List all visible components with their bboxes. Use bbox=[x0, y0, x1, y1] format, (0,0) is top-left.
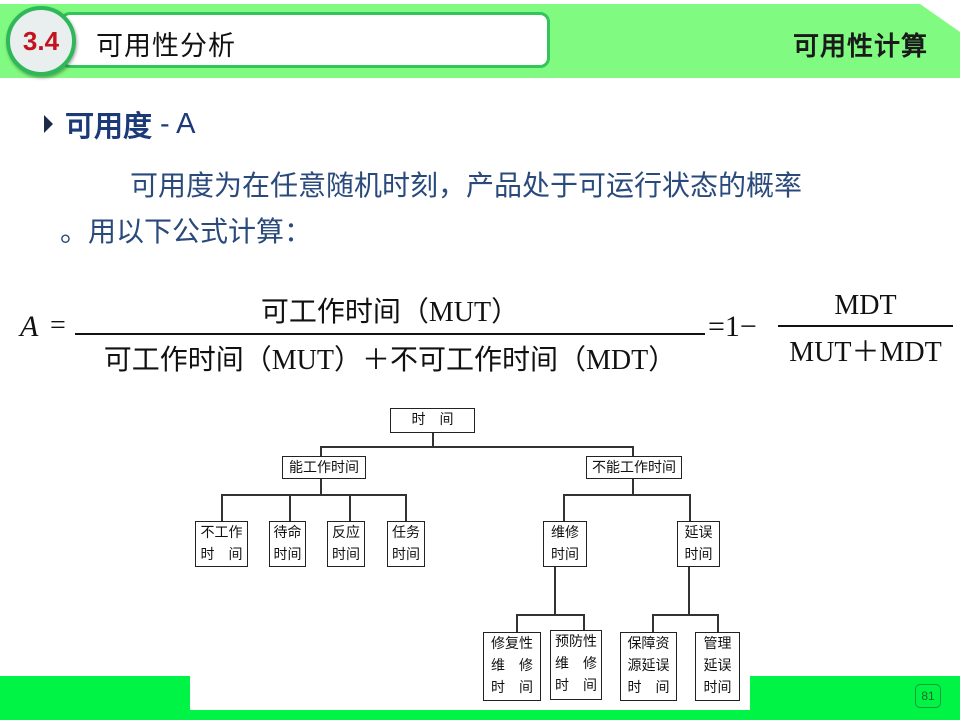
node-downtime: 不能工作时间 bbox=[586, 456, 682, 479]
section-title: 可用性分析 bbox=[96, 31, 236, 62]
paragraph-line-2: 。用以下公式计算： bbox=[60, 215, 313, 248]
node-standby-time: 待命 时间 bbox=[269, 521, 306, 567]
connector-line bbox=[320, 446, 633, 448]
fraction-2-denominator: MUT＋MDT bbox=[789, 337, 942, 368]
fraction-1-numerator: 可工作时间（MUT） bbox=[260, 297, 520, 328]
page-number: 81 bbox=[915, 684, 941, 708]
definition-paragraph: 可用度为在任意随机时刻，产品处于可运行状态的概率 。用以下公式计算： bbox=[60, 163, 940, 255]
connector-line bbox=[405, 494, 407, 522]
connector-line bbox=[652, 614, 654, 632]
connector-line bbox=[320, 446, 322, 458]
bullet-title: 可用度 bbox=[65, 109, 153, 143]
connector-line bbox=[717, 614, 719, 632]
connector-line bbox=[583, 614, 585, 632]
node-reaction-time: 反应 时间 bbox=[327, 521, 365, 567]
node-idle-time: 不工作 时 间 bbox=[195, 521, 248, 567]
node-uptime: 能工作时间 bbox=[282, 456, 366, 479]
section-number-badge: 3.4 bbox=[6, 6, 76, 76]
node-administrative-delay: 管理 延误 时间 bbox=[695, 632, 740, 701]
formula-lhs: A bbox=[20, 310, 39, 343]
formula-equals-one-minus: =1− bbox=[708, 310, 757, 343]
bullet-suffix: - A bbox=[160, 107, 196, 140]
connector-line bbox=[432, 432, 434, 446]
formula-fraction-1: 可工作时间（MUT） 可工作时间（MUT）＋不可工作时间（MDT） bbox=[75, 290, 705, 378]
paragraph-line-1: 可用度为在任意随机时刻，产品处于可运行状态的概率 bbox=[130, 169, 803, 202]
node-logistics-delay: 保障资 源延误 时 间 bbox=[620, 632, 677, 701]
connector-line bbox=[632, 478, 634, 494]
connector-line bbox=[688, 566, 690, 614]
connector-line bbox=[563, 494, 565, 522]
fraction-1-denominator: 可工作时间（MUT）＋不可工作时间（MDT） bbox=[103, 345, 677, 376]
node-maintenance-time: 维修 时间 bbox=[543, 521, 587, 567]
bullet-arrow-icon bbox=[44, 115, 53, 133]
connector-line bbox=[652, 614, 718, 616]
node-corrective-maintenance: 修复性 维 修 时 间 bbox=[483, 632, 541, 701]
connector-line bbox=[349, 494, 351, 522]
connector-line bbox=[689, 494, 691, 522]
fraction-bar bbox=[778, 325, 953, 327]
connector-line bbox=[221, 494, 223, 522]
fraction-2-numerator: MDT bbox=[834, 290, 897, 321]
node-delay-time: 延误 时间 bbox=[677, 521, 720, 567]
topic-title: 可用性计算 bbox=[792, 32, 928, 62]
connector-line bbox=[632, 446, 634, 458]
availability-formula: A = 可工作时间（MUT） 可工作时间（MUT）＋不可工作时间（MDT） =1… bbox=[20, 290, 960, 376]
node-total-time: 时 间 bbox=[390, 408, 475, 433]
title-box bbox=[60, 12, 550, 68]
formula-fraction-2: MDT MUT＋MDT bbox=[778, 290, 953, 370]
connector-line bbox=[320, 478, 322, 494]
connector-line bbox=[563, 494, 690, 496]
section-number: 3.4 bbox=[22, 25, 60, 56]
bullet-heading: 可用度 - A bbox=[44, 103, 195, 145]
connector-line bbox=[516, 614, 518, 632]
node-preventive-maintenance: 预防性 维 修 时 间 bbox=[550, 630, 602, 700]
connector-line bbox=[516, 614, 584, 616]
connector-line bbox=[221, 494, 406, 496]
connector-line bbox=[554, 566, 556, 614]
formula-equals: = bbox=[50, 310, 66, 341]
node-mission-time: 任务 时间 bbox=[387, 521, 425, 567]
fraction-bar bbox=[75, 333, 705, 335]
connector-line bbox=[289, 494, 291, 522]
